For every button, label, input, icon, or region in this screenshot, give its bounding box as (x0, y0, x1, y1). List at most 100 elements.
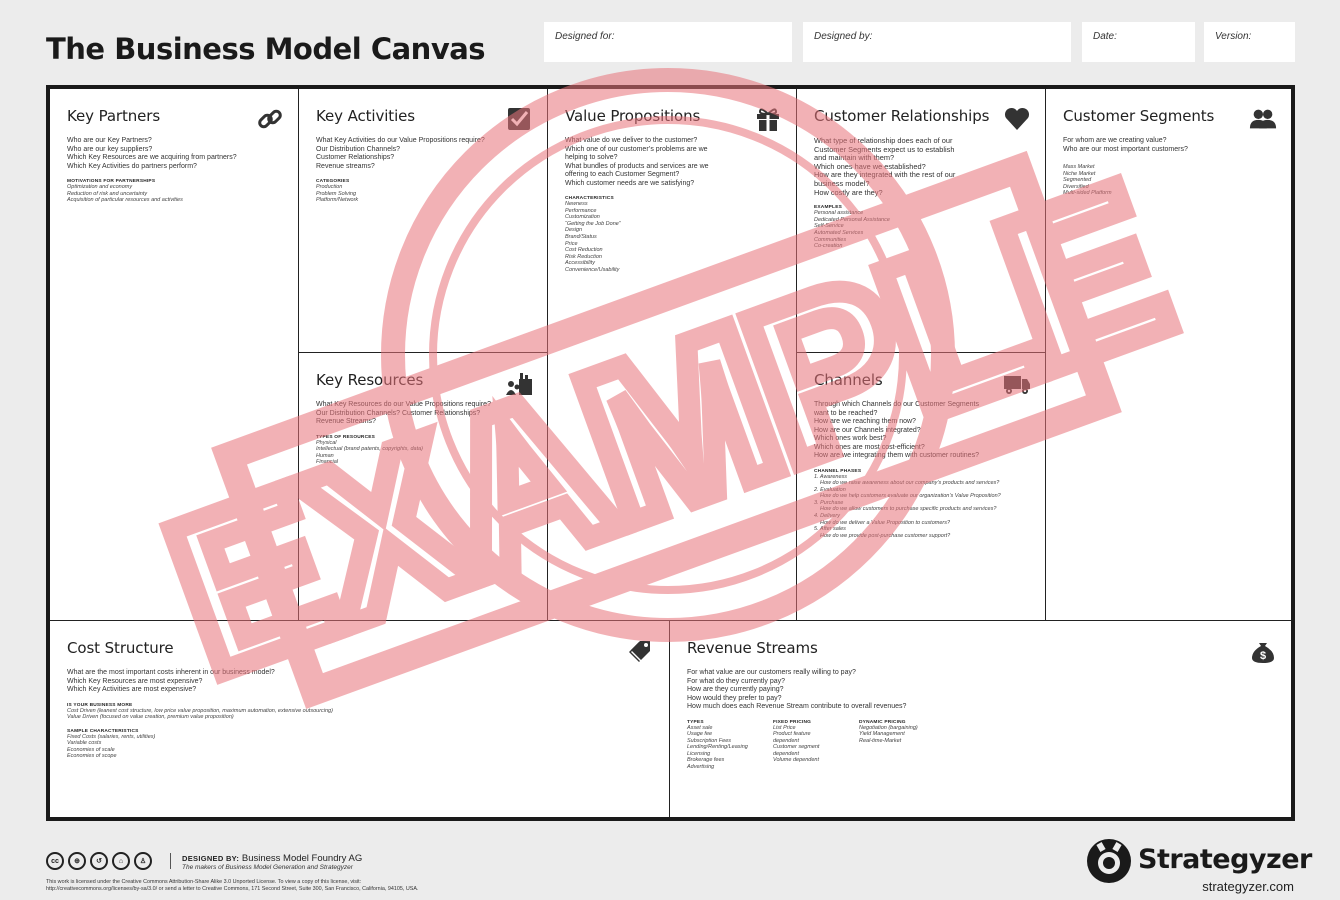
question-list: For what value are our customers really … (687, 669, 1273, 712)
sub-heading: MOTIVATIONS FOR PARTNERSHIPS (67, 179, 156, 184)
list-item: Product feature dependent (773, 731, 811, 744)
list-item: Brokerage fees (687, 757, 725, 764)
list-item: Yield Management (859, 731, 905, 738)
block-title: Key Partners (67, 107, 161, 125)
pricing-columns: TYPES Asset sale Usage fee Subscription … (687, 720, 1273, 771)
block-title: Revenue Streams (687, 639, 818, 657)
list-item: Customization (565, 214, 600, 221)
list-item: Cost Driven (leanest cost structure, low… (67, 707, 333, 714)
item-list: Optimization and economy Reduction of ri… (67, 184, 280, 204)
item-list: Physical Intellectual (brand patents, co… (316, 440, 529, 466)
price-tag-icon (627, 637, 655, 665)
list-item: Economies of scale (67, 746, 115, 753)
list-item: How do we allow customers to purchase sp… (820, 506, 997, 513)
value-propositions-block[interactable]: Value Propositions What value do we deli… (548, 89, 797, 621)
designed-by-label: DESIGNED BY: (182, 854, 240, 863)
item-list: Newness Performance Customization “Getti… (565, 201, 778, 274)
date-label: Date: (1093, 31, 1117, 42)
designed-for-field[interactable]: Designed for: (544, 22, 792, 62)
block-title: Customer Relationships (814, 107, 990, 125)
list-item: Problem Solving (316, 190, 357, 197)
strategyzer-brand: Strategyzer (1138, 844, 1312, 875)
list-item: 2. Evaluation (814, 486, 846, 493)
key-activities-block[interactable]: Key Activities What Key Activities do ou… (299, 89, 548, 353)
list-item: Real-time-Market (859, 737, 902, 744)
list-item: Fixed Costs (salaries, rents, utilities) (67, 733, 156, 740)
question-list: Through which Channels do our Customer S… (814, 401, 1027, 461)
question: Through which Channels do our Customer S… (814, 401, 979, 408)
list-item: Self-Service (814, 223, 844, 230)
license-line: http://creativecommons.org/licenses/by-s… (46, 885, 419, 892)
block-title: Key Resources (316, 371, 424, 389)
license-line: This work is licensed under the Creative… (46, 879, 362, 885)
types-column: TYPES Asset sale Usage fee Subscription … (687, 720, 751, 771)
list-item: Financial (316, 459, 339, 466)
key-partners-block[interactable]: Key Partners Who are our Key Partners? W… (50, 89, 299, 621)
list-item: Asset sale (687, 724, 713, 731)
question: For what value are our customers really … (687, 669, 856, 676)
question: helping to solve? (565, 154, 618, 161)
cc-icon: cc (46, 852, 64, 870)
version-field[interactable]: Version: (1204, 22, 1295, 62)
date-field[interactable]: Date: (1082, 22, 1195, 62)
question-list: What Key Activities do our Value Proposi… (316, 137, 529, 171)
item-list: Fixed Costs (salaries, rents, utilities)… (67, 734, 651, 760)
list-item: 4. Delivery (814, 513, 840, 520)
item-list: 1. Awareness How do we raise awareness a… (814, 474, 1027, 540)
cost-structure-block[interactable]: Cost Structure What are the most importa… (50, 621, 670, 817)
question: How much does each Revenue Stream contri… (687, 703, 907, 710)
designed-by-name: Business Model Foundry AG (241, 853, 363, 864)
list-item: Subscription Fees (687, 737, 732, 744)
sub-heading: DYNAMIC PRICING (859, 719, 906, 725)
question: What Key Resources do our Value Proposit… (316, 401, 491, 408)
question: Which ones are most cost-efficient? (814, 443, 925, 451)
money-bag-icon: $ (1249, 637, 1277, 665)
list-item: Lending/Renting/Leasing (687, 744, 748, 751)
list-item: How do we provide post-purchase customer… (820, 532, 951, 539)
list-item: Design (565, 227, 583, 234)
customer-segments-block[interactable]: Customer Segments For whom are we creati… (1046, 89, 1291, 621)
list-item: 1. Awareness (814, 473, 848, 480)
list-item: Acquisition of particular resources and … (67, 197, 183, 204)
list-item: Diversified (1063, 183, 1089, 190)
list-item: Production (316, 184, 343, 190)
list-item: Brand/Status (565, 233, 597, 240)
item-list: Personal assistance Dedicated Personal A… (814, 210, 1027, 250)
list-item: Niche Market (1063, 170, 1096, 177)
question: Customer Relationships? (316, 154, 395, 161)
key-resources-block[interactable]: Key Resources What Key Resources do our … (299, 353, 548, 621)
designed-by-field[interactable]: Designed by: (803, 22, 1071, 62)
list-item: Reduction of risk and uncertainty (67, 190, 148, 197)
question: Revenue streams? (316, 162, 375, 170)
creative-commons-icons: cc ⊕ ↺ ⌂ ♙ (46, 852, 152, 870)
list-item: 5. After sales (814, 526, 846, 533)
people-icon (1249, 105, 1277, 133)
designed-by-label: Designed by: (814, 31, 873, 42)
strategyzer-logo-icon (1087, 839, 1131, 883)
question: Which Key Resources are most expensive? (67, 677, 203, 685)
question: Which Key Activities do partners perform… (67, 162, 197, 170)
revenue-streams-block[interactable]: Revenue Streams $ For what value are our… (670, 621, 1291, 817)
svg-text:$: $ (1260, 650, 1266, 662)
list-item: Advertising (687, 764, 715, 771)
question: How are they currently paying? (687, 686, 784, 693)
channels-block[interactable]: Channels Through which Channels do our C… (797, 353, 1046, 621)
person-icon: ♙ (134, 852, 152, 870)
list-item: Multi-sided Platform (1063, 190, 1112, 197)
strategyzer-url[interactable]: strategyzer.com (1202, 879, 1294, 894)
question: What bundles of products and services ar… (565, 162, 709, 170)
question: For what do they currently pay? (687, 677, 786, 685)
question: Our Distribution Channels? (316, 145, 401, 153)
question-list: For whom are we creating value? Who are … (1063, 137, 1273, 154)
list-item: Price (565, 240, 578, 247)
question: Which customer needs are we satisfying? (565, 179, 695, 187)
customer-relationships-block[interactable]: Customer Relationships What type of rela… (797, 89, 1046, 353)
list-item: “Getting the Job Done” (565, 220, 621, 227)
question: Our Distribution Channels? Customer Rela… (316, 409, 481, 417)
gift-icon (754, 105, 782, 133)
question: Which one of our customer’s problems are… (565, 145, 708, 153)
item-list: Mass Market Niche Market Segmented Diver… (1063, 164, 1273, 197)
list-item: Negotiation (bargaining) (859, 724, 918, 731)
item-list: List Price Product feature dependent Cus… (773, 725, 837, 765)
list-item: List Price (773, 724, 796, 731)
